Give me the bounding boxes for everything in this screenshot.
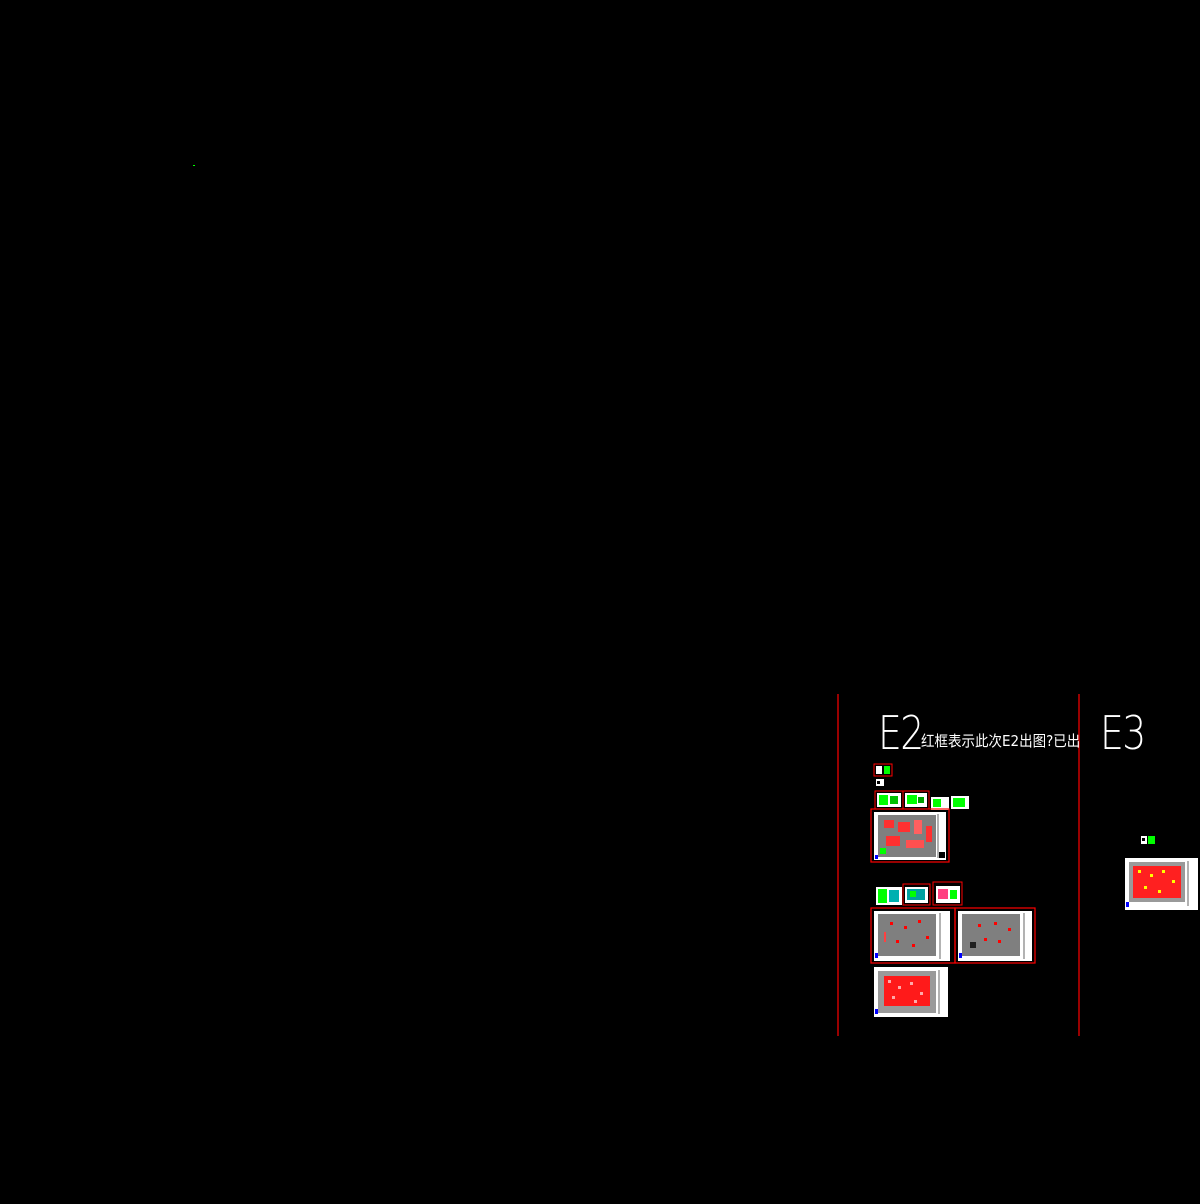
sheet-thumbnail-e2-detail-03[interactable] xyxy=(932,881,963,906)
sheet-thumbnail-e2-plan-03[interactable] xyxy=(931,797,949,810)
sheet-e2-floor-plan-b[interactable] xyxy=(870,907,956,964)
annotation-note: 红框表示此次E2出图?已出 xyxy=(921,732,1081,750)
sheet-e2-floor-plan-d[interactable] xyxy=(874,967,948,1017)
sheet-thumbnail-e2-plan-04[interactable] xyxy=(951,796,969,809)
sheet-thumbnail-e2-detail-02[interactable] xyxy=(902,883,931,906)
sheet-thumbnail-e2-plan-02[interactable] xyxy=(902,790,930,810)
sheet-thumbnail-e2-detail-01[interactable] xyxy=(876,887,902,905)
sheet-e3-floor-plan[interactable] xyxy=(1125,858,1198,910)
stray-point xyxy=(193,165,195,166)
group-label-e3: E3 xyxy=(1100,706,1146,760)
sheet-thumbnail-e2-index[interactable] xyxy=(876,779,884,786)
sheet-thumbnail-e2-cover[interactable] xyxy=(873,763,893,777)
group-label-e2: E2 xyxy=(878,706,924,760)
sheet-e2-floor-plan-a[interactable] xyxy=(870,808,950,863)
sheet-e2-floor-plan-c[interactable] xyxy=(954,907,1036,964)
sheet-thumbnail-e2-plan-01[interactable] xyxy=(874,790,904,810)
sheet-thumbnail-e3-cover[interactable] xyxy=(1141,836,1155,844)
